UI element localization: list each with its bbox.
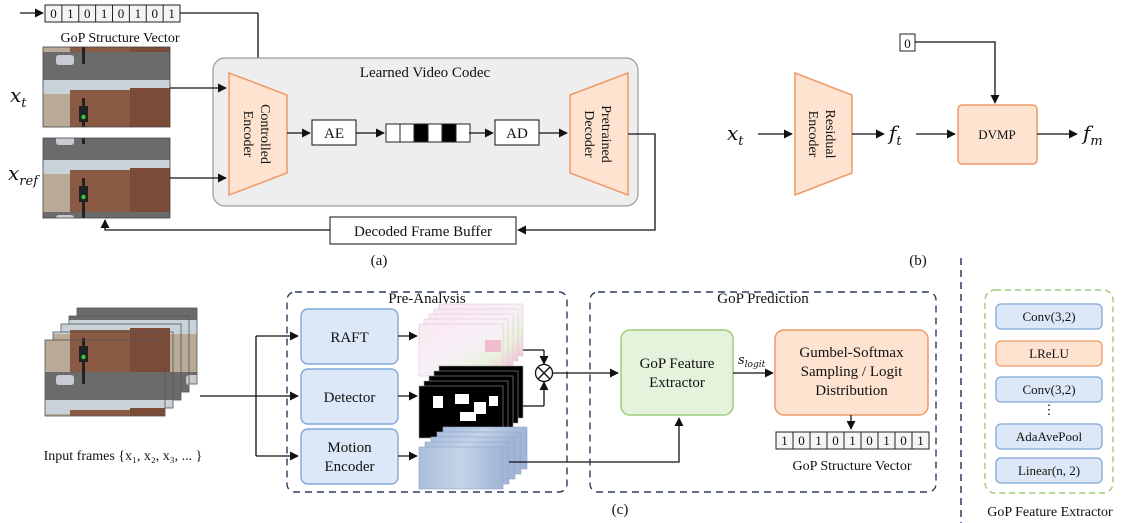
extractor-layer <box>995 340 1103 367</box>
bit-cell: 1 <box>168 6 175 21</box>
caption-c: (c) <box>612 502 629 518</box>
pre-analysis-title: Pre-Analysis <box>388 291 466 307</box>
ft-label: ft <box>887 121 902 149</box>
bitstream-block <box>413 123 429 143</box>
bit-cell: 1 <box>917 433 924 448</box>
motion-feature-image <box>418 426 528 490</box>
extractor-layer <box>995 457 1103 484</box>
extractor-ellipsis: ⋮ <box>1043 402 1056 417</box>
bitstream-block <box>427 123 443 143</box>
extractor-layer <box>995 423 1103 450</box>
extractor-layer-label: Conv(3,2) <box>1022 382 1075 397</box>
extractor-layer-label: Linear(n, 2) <box>1018 463 1080 478</box>
bit-cell: 0 <box>151 6 158 21</box>
gop-feature-extractor-box <box>620 329 734 416</box>
frame-xt-image <box>42 46 171 128</box>
panel-b: 0 xt ResidualEncoder ft DVMP fm (b) <box>727 33 1103 269</box>
ae-label: AE <box>324 126 344 142</box>
ad-label: AD <box>506 126 528 142</box>
bit-cell: 1 <box>135 6 142 21</box>
input-frames-stack <box>44 307 198 417</box>
bit-cell: 1 <box>883 433 890 448</box>
controlled-encoder <box>228 71 288 197</box>
bit-cell: 1 <box>101 6 108 21</box>
xt-label-a: xt <box>10 83 27 111</box>
caption-b: (b) <box>909 253 927 269</box>
residual-encoder <box>794 71 853 197</box>
bitstream-block <box>385 123 401 143</box>
bit-cell: 0 <box>84 6 91 21</box>
optical-flow-image <box>418 303 524 377</box>
xt-label-b: xt <box>727 121 744 149</box>
gop-vector-label-a: GoP Structure Vector <box>61 31 180 46</box>
bit-cell: 0 <box>866 433 873 448</box>
bit-cell: 0 <box>798 433 805 448</box>
decoded-frame-buffer <box>329 216 517 245</box>
xref-label-a: xref <box>8 161 40 189</box>
decoded-frame-buffer-label: Decoded Frame Buffer <box>354 224 492 240</box>
extractor-layer-label: LReLU <box>1029 346 1069 361</box>
bitstream-block <box>455 123 471 143</box>
residual-encoder-label: ResidualEncoder <box>805 110 837 159</box>
fm-label: fm <box>1081 121 1103 149</box>
detection-mask-image <box>418 365 524 439</box>
bitstream-block <box>399 123 415 143</box>
detector-label: Detector <box>324 390 376 406</box>
bit-cell: 1 <box>67 6 74 21</box>
codec-title: Learned Video Codec <box>360 65 491 81</box>
dvmp-label: DVMP <box>978 127 1016 142</box>
bit-cell: 0 <box>832 433 839 448</box>
bit-cell: 0 <box>50 6 57 21</box>
gop-prediction-box <box>589 291 937 493</box>
pretrained-decoder <box>569 71 629 197</box>
bit-cell: 0 <box>118 6 125 21</box>
gop-prediction-title: GoP Prediction <box>717 291 809 307</box>
bit-cell: 0 <box>900 433 907 448</box>
input-frames-label: Input frames {x₁, x₂, x₃, ... } <box>44 449 203 464</box>
bitstream <box>385 123 471 143</box>
slogit-label: slogit <box>738 353 766 370</box>
gop-vector-label-c: GoP Structure Vector <box>793 459 912 474</box>
panel-c: Input frames {x₁, x₂, x₃, ... } Pre-Anal… <box>44 291 937 518</box>
controlled-encoder-label: ControlledEncoder <box>240 104 272 164</box>
zero-bit: 0 <box>904 36 911 51</box>
frame-xref-image <box>42 137 171 219</box>
multiply-icon <box>534 363 554 383</box>
extractor-detail-box <box>984 289 1114 494</box>
caption-a: (a) <box>371 253 388 269</box>
extractor-detail-caption: GoP Feature Extractor <box>987 505 1113 520</box>
extractor-layer-label: Conv(3,2) <box>1022 309 1075 324</box>
pre-analysis-box <box>286 291 568 493</box>
bit-cell: 1 <box>781 433 788 448</box>
bit-cell: 1 <box>849 433 856 448</box>
extractor-layer <box>995 376 1103 403</box>
pretrained-decoder-label: PretrainedDecoder <box>581 105 613 163</box>
extractor-layer-label: AdaAvePool <box>1016 429 1083 444</box>
bit-cell: 1 <box>815 433 822 448</box>
raft-label: RAFT <box>330 330 368 346</box>
ae-box <box>311 119 357 146</box>
bitstream-block <box>441 123 457 143</box>
extractor-detail-panel: Conv(3,2) LReLU Conv(3,2) ⋮ AdaAvePoolLinear… <box>984 289 1114 520</box>
extractor-layer <box>995 303 1103 330</box>
motion-encoder-box <box>300 428 399 485</box>
